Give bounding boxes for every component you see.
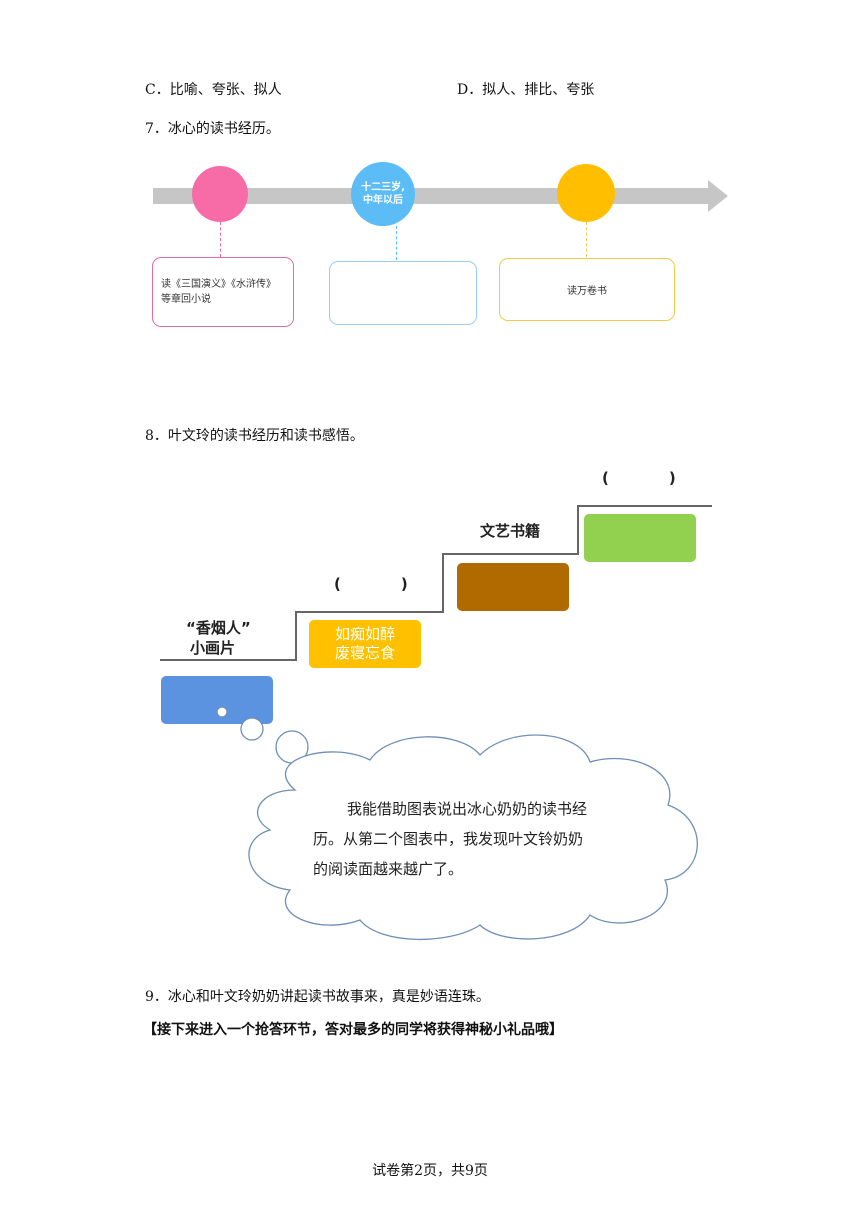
question-9-title: 9．冰心和叶文玲奶奶讲起读书故事来，真是妙语连珠。 [145,989,490,1005]
step-4-label: ( ) [602,469,676,487]
step-1-box [161,676,273,724]
step-3-label: 文艺书籍 [480,522,541,540]
question-7-title: 7．冰心的读书经历。 [145,121,280,137]
milestone-circle-2: 十二三岁, 中年以后 [351,162,415,226]
step-2-text-line2: 废寝忘食 [334,644,395,662]
connector-1 [220,222,221,257]
bubble-line-1: 我能借助图表说出冰心奶奶的读书经 [347,800,588,818]
milestone-box-2-blank [329,261,477,325]
milestone-circle-1 [192,166,248,222]
milestone-box-1-text: 读《三国演义》《水浒传》等章回小说 [161,279,276,305]
bubble-line-2: 历。从第二个图表中，我发现叶文铃奶奶 [313,830,584,848]
milestone-box-3: 读万卷书 [499,258,675,321]
option-d: D．拟人、排比、夸张 [457,82,595,98]
step-1-label-line1: “香烟人” [186,619,251,637]
bubble-text: 我能借助图表说出冰心奶奶的读书经 历。从第二个图表中，我发现叶文铃奶奶 的阅读面… [313,794,643,884]
milestone-box-3-text: 读万卷书 [567,286,607,297]
step-2-box: 如痴如醉 废寝忘食 [309,620,421,668]
milestone-2-line1: 十二三岁, [361,182,405,193]
staircase-line [160,505,712,661]
page-footer: 试卷第2页，共9页 [372,1163,488,1179]
milestone-box-1: 读《三国演义》《水浒传》等章回小说 [152,257,294,327]
connector-2 [396,226,397,260]
milestone-circle-3 [557,164,615,222]
step-1-label: “香烟人” 小画片 [186,618,251,658]
milestone-2-line2: 中年以后 [363,195,403,206]
option-c: C．比喻、夸张、拟人 [145,82,282,98]
step-2-text-line1: 如痴如醉 [334,625,395,643]
connector-3 [586,222,587,257]
question-9-note: 【接下来进入一个抢答环节，答对最多的同学将获得神秘小礼品哦】 [143,1022,563,1038]
step-1-label-line2: 小画片 [190,639,236,657]
question-8-title: 8．叶文玲的读书经历和读书感悟。 [145,428,364,444]
step-3-box [457,563,569,611]
step-2-label: ( ) [334,575,408,593]
bubble-line-3: 的阅读面越来越广了。 [313,860,464,878]
thought-bubble [216,706,698,941]
step-4-box [584,514,696,562]
